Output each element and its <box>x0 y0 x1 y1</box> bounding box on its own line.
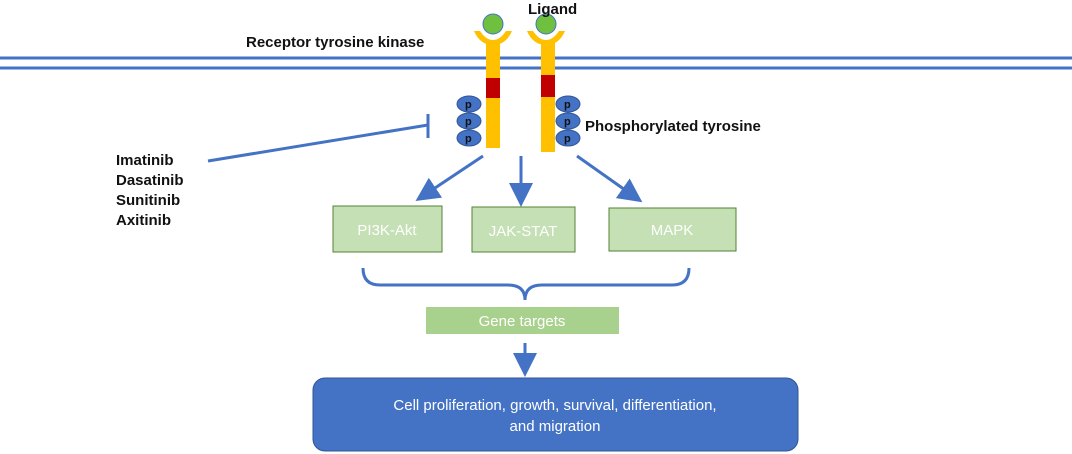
receptor-label: Receptor tyrosine kinase <box>246 34 424 51</box>
pathway-box-jak-stat: JAK-STAT <box>471 206 576 253</box>
phospho-group-right: p p p <box>555 95 581 147</box>
gene-targets-label: Gene targets <box>479 313 566 330</box>
phospho-group-left: p p p <box>456 95 482 147</box>
cell-membrane <box>0 56 1072 70</box>
pathway-box-pi3k: PI3K-Akt <box>332 205 443 253</box>
pathway-label: MAPK <box>651 222 694 239</box>
phospho-p: p <box>564 116 571 128</box>
phospho-p: p <box>465 116 472 128</box>
drug-item: Sunitinib <box>116 192 180 209</box>
pathway-label: JAK-STAT <box>489 223 558 240</box>
phospho-label: Phosphorylated tyrosine <box>585 118 761 135</box>
ligand-label: Ligand <box>528 1 577 18</box>
drug-item: Axitinib <box>116 212 171 229</box>
phospho-p: p <box>564 133 571 145</box>
outcome-box: Cell proliferation, growth, survival, di… <box>312 377 799 452</box>
ligand-circle <box>482 13 504 35</box>
pathway-bracket <box>361 267 691 301</box>
ligand-circle <box>535 13 557 35</box>
gene-targets-box: Gene targets <box>426 307 619 334</box>
receptor-left <box>474 31 512 148</box>
phospho-p: p <box>465 133 472 145</box>
drug-item: Dasatinib <box>116 172 184 189</box>
drug-item: Imatinib <box>116 152 174 169</box>
arrow-to-pi3k <box>415 154 484 201</box>
outcome-line-1: Cell proliferation, growth, survival, di… <box>393 397 716 414</box>
pathway-box-mapk: MAPK <box>608 207 737 252</box>
arrow-to-mapk <box>576 154 643 203</box>
phospho-p: p <box>465 99 472 111</box>
drug-list: Imatinib Dasatinib Sunitinib Axitinib <box>116 152 184 229</box>
inhibition-line <box>207 114 430 163</box>
receptor-right <box>527 31 565 152</box>
phospho-p: p <box>564 99 571 111</box>
outcome-line-2: and migration <box>510 418 601 435</box>
pathway-label: PI3K-Akt <box>357 222 417 239</box>
